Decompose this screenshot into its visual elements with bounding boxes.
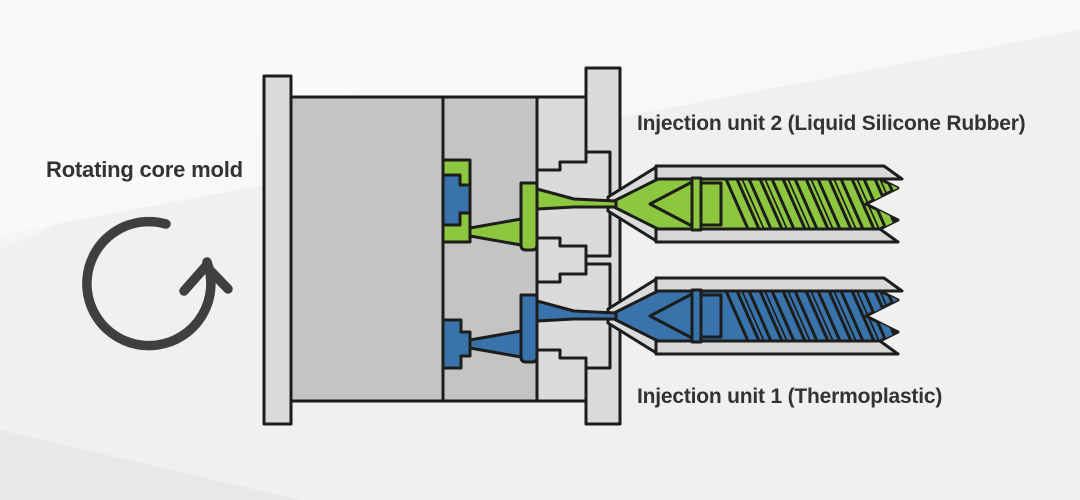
thermoplastic-insert-station2 xyxy=(441,173,472,227)
label-injection-unit-2: Injection unit 2 (Liquid Silicone Rubber… xyxy=(637,112,1025,135)
label-injection-unit-1: Injection unit 1 (Thermoplastic) xyxy=(637,385,942,408)
background-shade-bottom xyxy=(0,430,300,500)
clamp-end-plate xyxy=(262,74,293,426)
molded-parts xyxy=(441,158,472,370)
counterclockwise-rotation-arrow-icon xyxy=(82,216,233,351)
moving-mold-block xyxy=(289,95,539,403)
label-rotating-core-mold: Rotating core mold xyxy=(46,157,243,182)
thermoplastic-part-station1 xyxy=(441,318,472,370)
